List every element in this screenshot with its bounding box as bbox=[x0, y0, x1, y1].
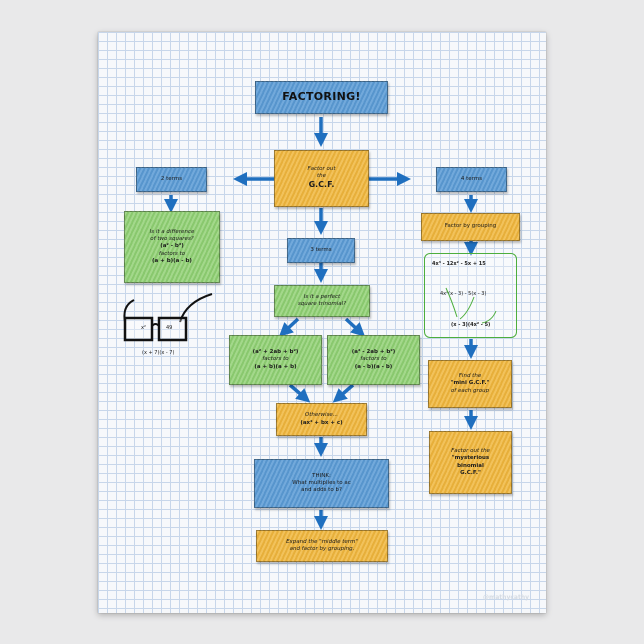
squares-result: (a + b)(a - b) bbox=[152, 257, 192, 264]
title-box: FACTORING! bbox=[255, 81, 388, 114]
perfect-square-minus-box: (a² - 2ab + b²) factors to (a - b)(a - b… bbox=[327, 335, 420, 385]
minus-formula: (a² - 2ab + b²) bbox=[351, 349, 396, 356]
glasses-caption: (x + 7)(x - 7) bbox=[142, 350, 175, 356]
think-line3: and adds to b? bbox=[301, 487, 342, 494]
myst-line2: "mysterious bbox=[451, 455, 490, 462]
perfect-square-box: Is it a perfect square trinomial? bbox=[274, 285, 370, 317]
gcf-box: Factor out the G.C.F. bbox=[274, 150, 369, 207]
three-terms-box: 3 terms bbox=[287, 238, 355, 263]
trinomial-q1: Is it a perfect bbox=[303, 293, 341, 300]
example-line2: 4x²(x - 3) - 5(x - 3) bbox=[440, 291, 487, 297]
mini-line1: Find the bbox=[458, 373, 482, 380]
squares-formula: (a² - b²) bbox=[160, 243, 184, 250]
two-terms-label: 2 terms bbox=[160, 175, 183, 182]
watermark: @mathycathy bbox=[483, 594, 530, 601]
perfect-square-plus-box: (a² + 2ab + b²) factors to (a + b)(a + b… bbox=[229, 335, 322, 385]
gcf-line1: Factor out bbox=[307, 166, 336, 173]
squares-q2: of two squares? bbox=[150, 236, 194, 243]
squares-factors: factors to bbox=[158, 250, 186, 257]
mini-gcf-box: Find the "mini G.C.F." of each group bbox=[428, 360, 512, 408]
otherwise-box: Otherwise... (ax² + bx + c) bbox=[276, 403, 367, 436]
example-line3: (x - 3)(4x² - 5) bbox=[451, 322, 491, 328]
think-heading: THINK: bbox=[312, 472, 331, 479]
myst-line3: binomial bbox=[457, 462, 484, 469]
minus-factors: factors to bbox=[360, 356, 387, 363]
example-line1: 4x³ - 12x² - 5x + 15 bbox=[432, 261, 486, 267]
expand-box: Expand the "middle term" and factor by g… bbox=[256, 530, 388, 562]
myst-line4: G.C.F." bbox=[460, 469, 481, 476]
think-line2: What multiplies to ac bbox=[292, 479, 351, 486]
glasses-illustration bbox=[123, 293, 213, 342]
glasses-right-label: 49 bbox=[166, 325, 173, 331]
minus-result: (a - b)(a - b) bbox=[354, 363, 393, 370]
think-box: THINK: What multiplies to ac and adds to… bbox=[254, 459, 389, 508]
four-terms-label: 4 terms bbox=[460, 175, 483, 182]
mysterious-binomial-box: Factor out the "mysterious binomial G.C.… bbox=[429, 431, 512, 494]
expand-line2: and factor by grouping. bbox=[289, 546, 355, 552]
plus-result: (a + b)(a + b) bbox=[254, 363, 297, 370]
grouping-example bbox=[424, 253, 517, 338]
myst-line1: Factor out the bbox=[451, 448, 490, 455]
four-terms-box: 4 terms bbox=[436, 167, 507, 192]
page-title: FACTORING! bbox=[282, 90, 361, 104]
grouping-box: Factor by grouping bbox=[421, 213, 520, 241]
three-terms-label: 3 terms bbox=[310, 246, 332, 253]
trinomial-q2: square trinomial? bbox=[297, 301, 347, 307]
mini-line2: "mini G.C.F." bbox=[450, 380, 490, 387]
plus-formula: (a² + 2ab + b²) bbox=[252, 349, 299, 356]
gcf-line2: the bbox=[316, 173, 327, 180]
squares-q1: Is it a difference bbox=[149, 229, 195, 236]
example-connector-lines bbox=[445, 287, 497, 324]
two-terms-box: 2 terms bbox=[136, 167, 207, 192]
difference-of-squares-box: Is it a difference of two squares? (a² -… bbox=[124, 211, 220, 283]
otherwise-label: Otherwise... bbox=[304, 412, 339, 419]
glasses-left-label: x² bbox=[141, 325, 146, 331]
grouping-label: Factor by grouping bbox=[444, 223, 497, 230]
plus-factors: factors to bbox=[262, 356, 289, 363]
general-trinomial: (ax² + bx + c) bbox=[300, 419, 343, 426]
gcf-line3: G.C.F. bbox=[308, 180, 335, 190]
mini-line3: of each group bbox=[450, 387, 490, 394]
expand-line1: Expand the "middle term" bbox=[286, 538, 358, 545]
